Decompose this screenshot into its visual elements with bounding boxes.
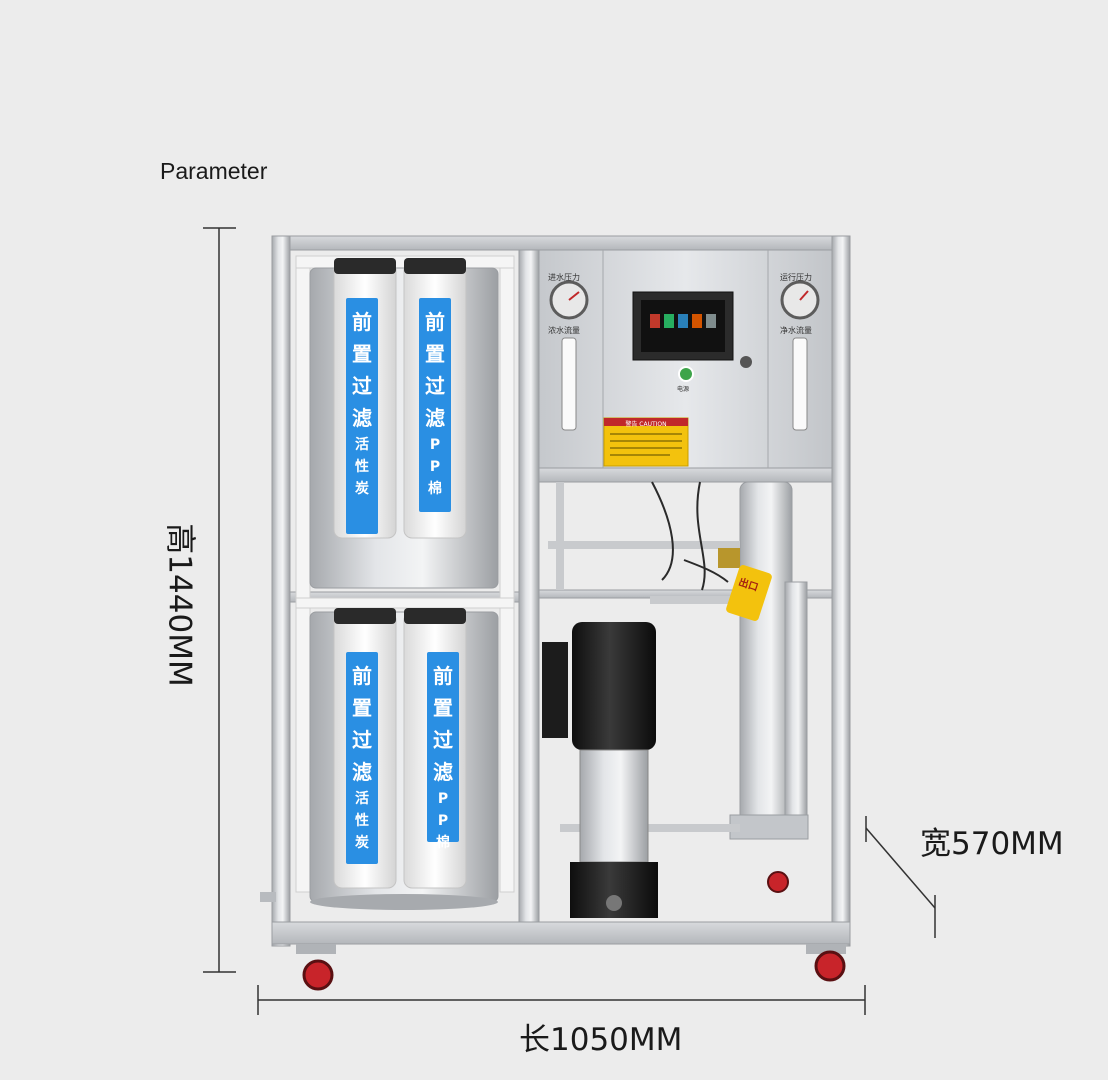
cartridge-subtitle-1: 活性炭 [355,437,369,497]
cartridge-label-3 [346,652,378,864]
power-button [678,366,694,382]
parameter-heading: Parameter [160,158,268,184]
ro-membrane-vessel [739,481,793,823]
width-dimension-label: 宽570MM [920,826,1064,862]
right-gauge-label: 运行压力 [780,273,812,282]
right-flow-label: 净水流量 [780,326,812,335]
casters [296,871,846,991]
cartridge-text-3: 前置过滤 活性炭 [349,660,375,854]
cartridge-title-1: 前置过滤 [352,310,372,430]
panel-lock-icon [740,356,752,368]
width-dimension-line [865,827,936,909]
cartridge-title-2: 前置过滤 [425,310,445,430]
dimension-lines [203,227,936,1015]
left-flow-meter [561,337,577,431]
cartridge-title-3: 前置过滤 [352,664,372,784]
length-dimension-label: 长1050MM [519,1022,683,1058]
caster-wheel-right [814,950,846,982]
filter-cartridges [333,258,467,889]
cartridge-text-1: 前置过滤 活性炭 [349,306,375,500]
cartridge-title-4: 前置过滤 [433,664,453,784]
caster-wheel-left [302,959,334,991]
wires [651,481,729,591]
height-dimension-label: 高1440MM [161,523,198,687]
power-button-label: 电源 [677,386,690,393]
cartridge-subtitle-3: 活性炭 [355,791,369,851]
stainless-plumbing [548,482,740,832]
outlet-tag [726,565,772,621]
steel-frame [260,235,851,947]
control-panel [538,249,833,469]
solenoid-valve [718,548,740,568]
right-flow-meter [792,337,808,431]
left-gauge-label: 进水压力 [548,273,580,282]
cartridge-label-2 [419,298,451,512]
cartridge-label-4 [427,652,459,842]
high-pressure-pump [542,622,658,918]
caution-title: 警告 CAUTION [625,421,667,428]
cartridge-label-1 [346,298,378,534]
left-flow-label: 浓水流量 [548,326,580,335]
